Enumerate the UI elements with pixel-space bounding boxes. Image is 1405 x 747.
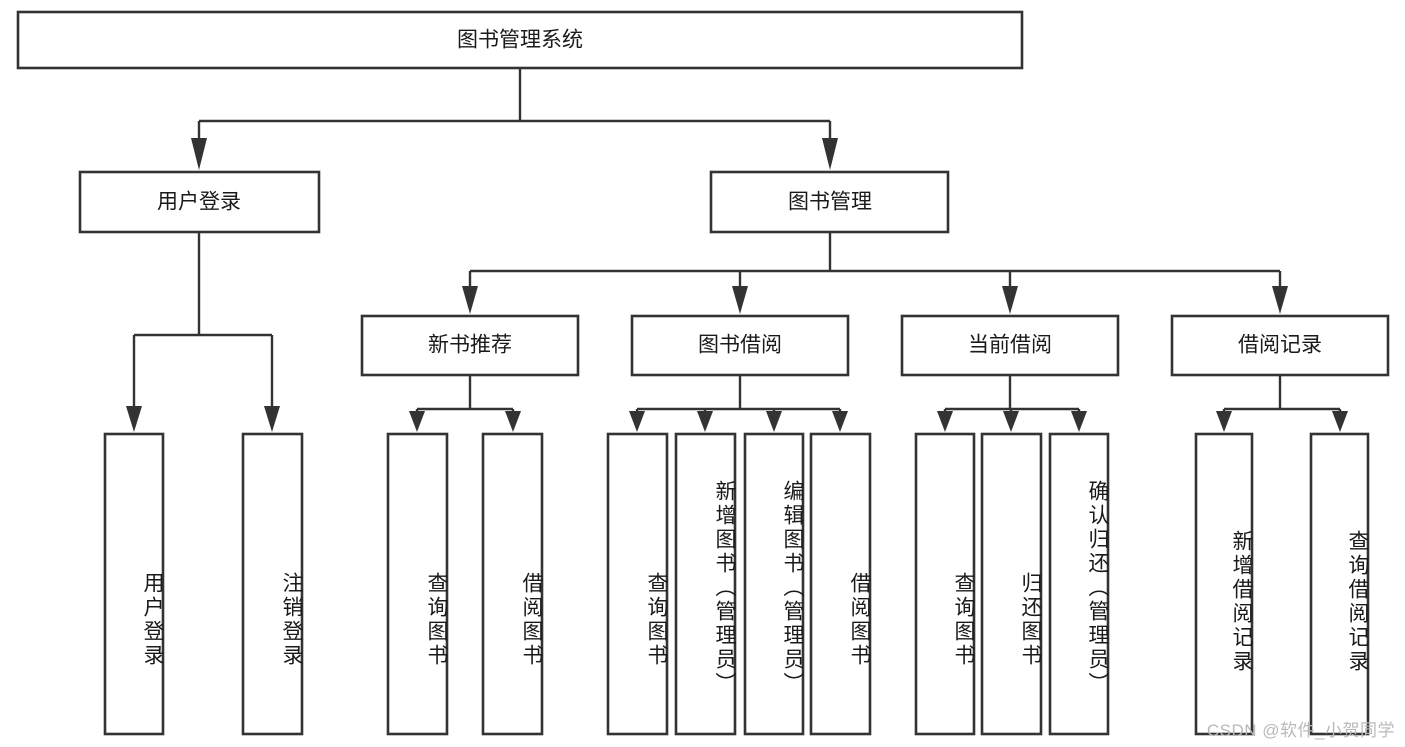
- leaf-box-borrow-book-2[interactable]: [809, 432, 872, 736]
- node-box-root[interactable]: [16, 10, 1024, 70]
- arrow-head-borrow: [732, 286, 748, 314]
- node-label-root: 图书管理系统: [457, 29, 583, 52]
- arrow-head-user-login: [191, 138, 207, 170]
- leaf-box-query-book-2[interactable]: [606, 432, 669, 736]
- connector-group-root: [191, 68, 838, 170]
- leaf-box-add-record[interactable]: [1194, 432, 1254, 736]
- connector-group-user-login: [126, 232, 280, 432]
- node-borrow-record[interactable]: 借阅记录: [1170, 314, 1390, 377]
- node-box-borrow-record[interactable]: [1170, 314, 1390, 377]
- node-label-current-borrow: 当前借阅: [968, 334, 1052, 357]
- leaf-box-edit-book[interactable]: [743, 432, 805, 736]
- arrow-head-leaf-logout: [264, 406, 280, 432]
- arrow-head-leaf-user-login: [126, 406, 142, 432]
- node-label-book-management: 图书管理: [788, 191, 872, 214]
- connector-group-current: [937, 375, 1087, 432]
- node-label-user-login: 用户登录: [157, 191, 241, 214]
- arrow-head-newbook: [462, 286, 478, 314]
- node-box-book-management[interactable]: [709, 170, 950, 234]
- connector-group-record: [1216, 375, 1348, 432]
- node-user-login[interactable]: 用户登录: [78, 170, 321, 234]
- node-book-management[interactable]: 图书管理: [709, 170, 950, 234]
- leaf-box-group: [103, 432, 1370, 736]
- node-current-borrow[interactable]: 当前借阅: [900, 314, 1120, 377]
- leaf-box-query-book-3[interactable]: [914, 432, 976, 736]
- node-box-new-book-recommend[interactable]: [360, 314, 580, 377]
- arrow-head-leaf-return-book: [1003, 411, 1019, 432]
- connector-group-borrow: [629, 375, 848, 432]
- leaf-box-add-book[interactable]: [674, 432, 737, 736]
- arrow-head-leaf-add-record: [1216, 411, 1232, 432]
- node-label-new-book-recommend: 新书推荐: [428, 334, 512, 357]
- leaf-box-query-record[interactable]: [1309, 432, 1370, 736]
- node-label-borrow-record: 借阅记录: [1238, 334, 1322, 357]
- node-box-current-borrow[interactable]: [900, 314, 1120, 377]
- leaf-box-logout[interactable]: [241, 432, 304, 736]
- node-label-book-borrow: 图书借阅: [698, 334, 782, 357]
- arrow-head-leaf-add-book: [697, 411, 713, 432]
- csdn-watermark: CSDN @软件_小贺同学: [1206, 721, 1395, 740]
- leaf-box-return-book[interactable]: [980, 432, 1043, 736]
- arrow-head-leaf-query-book-2: [629, 411, 645, 432]
- leaf-box-query-book-1[interactable]: [386, 432, 449, 736]
- node-root-book-management-system[interactable]: 图书管理系统: [16, 10, 1024, 70]
- arrow-head-leaf-borrow-book-2: [832, 411, 848, 432]
- node-box-user-login[interactable]: [78, 170, 321, 234]
- arrow-head-leaf-query-book-1: [409, 411, 425, 432]
- connector-group-newbook: [409, 375, 521, 432]
- arrow-head-current: [1002, 286, 1018, 314]
- connector-group-book-mgmt: [462, 232, 1288, 314]
- arrow-head-leaf-query-book-3: [937, 411, 953, 432]
- arrow-head-record: [1272, 286, 1288, 314]
- leaf-box-confirm-return[interactable]: [1048, 432, 1110, 736]
- arrow-head-book-mgmt: [822, 138, 838, 170]
- arrow-head-leaf-confirm-return: [1071, 411, 1087, 432]
- arrow-head-leaf-borrow-book-1: [505, 411, 521, 432]
- leaf-box-user-login[interactable]: [103, 432, 165, 736]
- node-book-borrow[interactable]: 图书借阅: [630, 314, 850, 377]
- arrow-head-leaf-query-record: [1332, 411, 1348, 432]
- node-box-book-borrow[interactable]: [630, 314, 850, 377]
- arrow-head-leaf-edit-book: [766, 411, 782, 432]
- node-new-book-recommend[interactable]: 新书推荐: [360, 314, 580, 377]
- leaf-box-borrow-book-1[interactable]: [481, 432, 544, 736]
